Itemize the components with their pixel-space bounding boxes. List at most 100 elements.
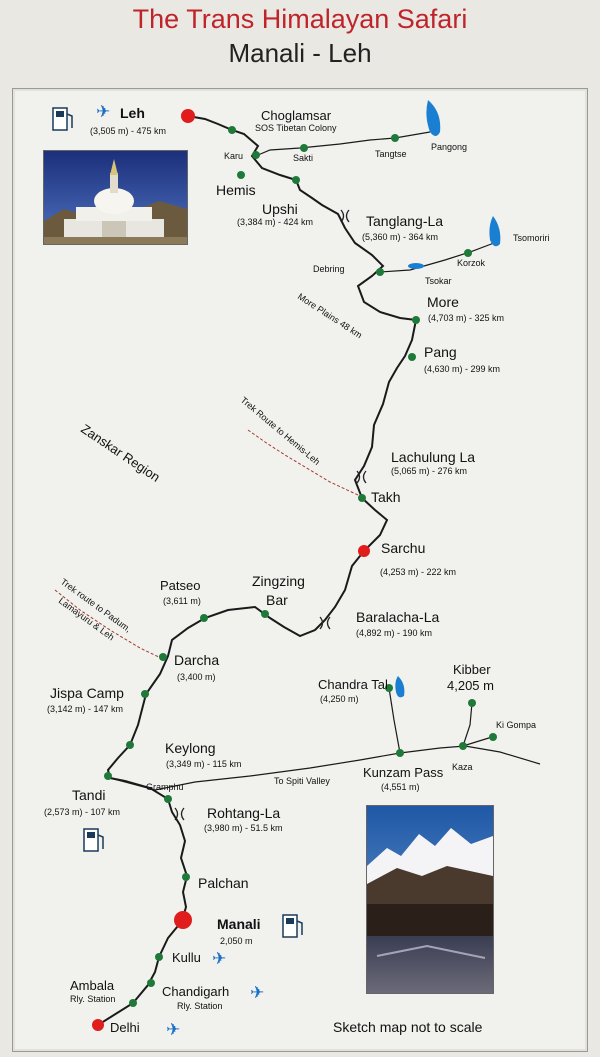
stop-keylong bbox=[126, 741, 134, 749]
stop-zingzing-bar bbox=[261, 610, 269, 618]
label-ambala-info: Rly. Station bbox=[70, 994, 115, 1004]
tsokar-lake bbox=[408, 263, 424, 269]
main-route-line bbox=[97, 115, 418, 1026]
label-zingzing-1: Zingzing bbox=[252, 573, 305, 589]
stop-leh bbox=[181, 109, 195, 123]
label-rohtang-info: (3,980 m) - 51.5 km bbox=[204, 823, 283, 833]
stop-more bbox=[412, 316, 420, 324]
label-darcha: Darcha bbox=[174, 652, 219, 668]
label-kunzam: Kunzam Pass bbox=[363, 765, 444, 780]
label-sarchu-info: (4,253 m) - 222 km bbox=[380, 567, 456, 577]
label-sakti: Sakti bbox=[293, 153, 313, 163]
trek-route-hemis bbox=[247, 429, 359, 496]
label-patseo: Patseo bbox=[160, 578, 200, 593]
label-tandi: Tandi bbox=[72, 787, 105, 803]
label-darcha-info: (3,400 m) bbox=[177, 672, 216, 682]
label-sketch-note: Sketch map not to scale bbox=[333, 1019, 483, 1035]
label-tsomoriri: Tsomoriri bbox=[513, 233, 550, 243]
label-lachulung: Lachulung La bbox=[391, 449, 475, 465]
label-kaza: Kaza bbox=[452, 762, 473, 772]
label-baralacha: Baralacha-La bbox=[356, 609, 439, 625]
label-jispa-info: (3,142 m) - 147 km bbox=[47, 704, 123, 714]
stop-tandi bbox=[104, 772, 112, 780]
label-takh: Takh bbox=[371, 489, 401, 505]
label-chandra-tal-info: (4,250 m) bbox=[320, 694, 359, 704]
label-pang: Pang bbox=[424, 344, 457, 360]
airplane-icon: ✈ bbox=[96, 102, 110, 122]
label-kibber: Kibber bbox=[453, 662, 491, 677]
mountain-pass-icon bbox=[356, 470, 367, 484]
mountain-photo bbox=[366, 805, 494, 994]
map-title: The Trans Himalayan Safari bbox=[132, 4, 468, 34]
stop-takh bbox=[358, 494, 366, 502]
stop-kaza bbox=[459, 742, 467, 750]
stop-kunzam bbox=[396, 749, 404, 757]
label-choglamsar-info: SOS Tibetan Colony bbox=[255, 123, 337, 133]
fuel-pump-icon bbox=[83, 828, 104, 852]
airplane-icon: ✈ bbox=[250, 983, 264, 1003]
stop-palchan bbox=[182, 873, 190, 881]
stop-korzok bbox=[464, 249, 472, 257]
label-more-info: (4,703 m) - 325 km bbox=[428, 313, 504, 323]
stop-patseo bbox=[200, 614, 208, 622]
label-palchan: Palchan bbox=[198, 875, 249, 891]
tsomoriri-lake bbox=[489, 216, 501, 247]
shanti-stupa-photo bbox=[43, 150, 188, 245]
label-tanglang-info: (5,360 m) - 364 km bbox=[362, 232, 438, 242]
airplane-icon: ✈ bbox=[212, 949, 226, 969]
label-korzok: Korzok bbox=[457, 258, 486, 268]
label-leh: Leh bbox=[120, 105, 145, 121]
label-tandi-info: (2,573 m) - 107 km bbox=[44, 807, 120, 817]
label-zingzing-2: Bar bbox=[266, 592, 288, 608]
stop-chandra-tal bbox=[385, 684, 393, 692]
label-kunzam-info: (4,551 m) bbox=[381, 782, 420, 792]
stop-jispa bbox=[141, 690, 149, 698]
label-delhi: Delhi bbox=[110, 1020, 140, 1035]
fuel-pump-icon bbox=[282, 914, 303, 938]
stop-sarchu bbox=[358, 545, 370, 557]
stop-kibber bbox=[468, 699, 476, 707]
label-patseo-info: (3,611 m) bbox=[163, 596, 201, 606]
label-trek-hemis: Trek Route to Hemis-Leh bbox=[239, 395, 322, 467]
label-rohtang: Rohtang-La bbox=[207, 805, 280, 821]
label-ambala: Ambala bbox=[70, 978, 115, 993]
label-ki-gompa: Ki Gompa bbox=[496, 720, 536, 730]
stop-delhi bbox=[92, 1019, 104, 1031]
label-hemis: Hemis bbox=[216, 182, 256, 198]
mountain-pass-icon bbox=[319, 616, 331, 630]
label-chandigarh-info: Rly. Station bbox=[177, 1001, 222, 1011]
stop-chandigarh bbox=[147, 979, 155, 987]
map-subtitle: Manali - Leh bbox=[228, 38, 372, 68]
label-choglamsar: Choglamsar bbox=[261, 108, 332, 123]
label-tsokar: Tsokar bbox=[425, 276, 452, 286]
pangong-lake bbox=[426, 100, 441, 136]
stop-ki-gompa bbox=[489, 733, 497, 741]
stop-upshi bbox=[292, 176, 300, 184]
label-upshi: Upshi bbox=[262, 201, 298, 217]
chandra-tal-branch bbox=[388, 687, 401, 754]
stop-hemis bbox=[237, 171, 245, 179]
stop-gramphu bbox=[164, 795, 172, 803]
stop-debring bbox=[376, 268, 384, 276]
label-manali: Manali bbox=[217, 916, 261, 932]
label-more-plains: More Plains 48 km bbox=[296, 291, 364, 340]
chandra-tal-lake bbox=[395, 676, 405, 698]
label-sarchu: Sarchu bbox=[381, 540, 425, 556]
label-zanskar-region: Zanskar Region bbox=[78, 421, 162, 485]
label-manali-info: 2,050 m bbox=[220, 936, 253, 946]
label-karu: Karu bbox=[224, 151, 243, 161]
mountain-pass-icon bbox=[174, 807, 185, 821]
label-tangtse: Tangtse bbox=[375, 149, 407, 159]
stop-manali bbox=[174, 911, 192, 929]
fuel-pump-icon bbox=[52, 107, 73, 131]
label-keylong-info: (3,349 m) - 115 km bbox=[166, 759, 241, 769]
label-kibber-info: 4,205 m bbox=[447, 678, 494, 693]
stop-kullu bbox=[155, 953, 163, 961]
label-pang-info: (4,630 m) - 299 km bbox=[424, 364, 500, 374]
tsomoriri-branch bbox=[379, 242, 495, 273]
label-lachulung-info: (5,065 m) - 276 km bbox=[391, 466, 467, 476]
label-leh-info: (3,505 m) - 475 km bbox=[90, 126, 166, 136]
stop-tangtse bbox=[391, 134, 399, 142]
label-upshi-info: (3,384 m) - 424 km bbox=[237, 217, 313, 227]
